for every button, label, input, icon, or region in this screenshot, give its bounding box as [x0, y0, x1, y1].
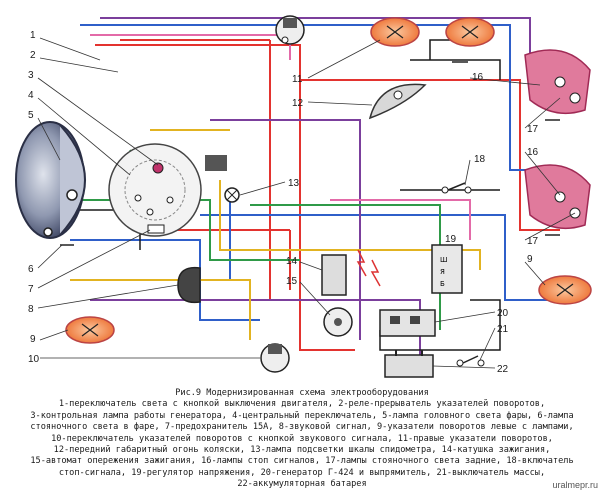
generator-lamp-icon	[152, 162, 164, 174]
callout-number: 1	[30, 30, 36, 41]
callout-numbers-extra: 16 17 9	[527, 147, 539, 265]
left-turn-indicator-front	[65, 316, 115, 344]
caption-line: 10-переключатель указателей поворотов с …	[51, 433, 553, 444]
callout-number: 11	[292, 74, 303, 85]
headlight-lamp-icon	[66, 189, 78, 201]
wire-purple	[90, 299, 421, 360]
figure-caption: Рис.9 Модернизированная схема электрообо…	[4, 388, 600, 491]
wiring-diagram: Ш Я Б	[15, 15, 592, 378]
wire-black	[410, 59, 501, 80]
callout-number: 12	[292, 98, 304, 109]
brake-switch	[441, 182, 472, 194]
callout-number: 6	[28, 264, 34, 275]
turn-relay-icon	[205, 155, 227, 171]
callout-number: 18	[474, 154, 486, 165]
wire-red	[300, 79, 560, 231]
regulator-terminal-label: Ш	[440, 256, 448, 264]
regulator-terminal-label: Б	[440, 280, 445, 288]
leader-lines	[37, 37, 576, 369]
callout-number: 13	[288, 178, 300, 189]
central-switch	[108, 143, 227, 237]
watermark: uralmepr.ru	[552, 480, 598, 490]
turn-switch	[260, 343, 290, 373]
callout-number: 3	[28, 70, 34, 81]
ignition-coil	[321, 249, 381, 296]
wire-black	[379, 299, 501, 351]
callout-number: 9	[30, 334, 36, 345]
caption-title: Рис.9 Модернизированная схема электрообо…	[175, 388, 429, 398]
callout-number: 7	[28, 284, 34, 295]
callout-number: 4	[28, 90, 34, 101]
callout-number: 16	[527, 147, 539, 158]
regulator-terminal-label: Я	[440, 268, 445, 276]
headlight	[15, 121, 86, 239]
callout-number: 2	[30, 50, 36, 61]
parking-lamp-icon	[43, 227, 53, 237]
callout-number: 21	[497, 324, 509, 335]
wire-blue	[200, 214, 560, 301]
callout-number: 20	[497, 308, 509, 319]
horn	[177, 266, 201, 304]
wire-pink	[330, 199, 471, 240]
callout-number: 16	[472, 72, 484, 83]
callout-number: 9	[527, 254, 533, 265]
left-turn-indicator-rear	[538, 275, 592, 305]
callout-number: 19	[445, 234, 457, 245]
light-switch-1	[275, 15, 305, 45]
callout-number: 10	[28, 354, 40, 365]
caption-line: стоп-сигнала, 19-регулятор напряжения, 2…	[58, 467, 546, 478]
callout-number: 17	[527, 236, 539, 247]
wire-yellow	[70, 279, 251, 340]
right-turn-indicators	[370, 17, 495, 47]
callout-number: 14	[286, 256, 298, 267]
ground-marks	[60, 61, 560, 246]
generator	[379, 309, 436, 337]
voltage-regulator: Ш Я Б	[431, 244, 463, 294]
callout-numbers: 1 2 3 4 5 6 7 8 9 10 11 12 13 14 15 16 1…	[28, 30, 539, 375]
callout-number: 15	[286, 276, 298, 287]
wire-red	[95, 44, 355, 351]
callout-number: 5	[28, 110, 34, 121]
wire-yellow	[219, 180, 481, 270]
rear-light-top	[524, 49, 591, 115]
rear-light-bottom	[524, 164, 591, 230]
battery	[384, 350, 434, 378]
speedometer-lamp	[224, 187, 240, 203]
callout-number: 8	[28, 304, 34, 315]
sidecar-front-light	[368, 83, 427, 120]
caption-line: стояночного света в фаре, 7-предохраните…	[30, 422, 574, 433]
ignition-advance	[323, 307, 353, 337]
caption-line: 15-автомат опережения зажигания, 16-ламп…	[30, 456, 574, 467]
fuse-icon	[147, 224, 165, 234]
callout-number: 17	[527, 124, 539, 135]
wire-pink	[90, 34, 291, 60]
caption-line: 22-аккумуляторная батарея	[237, 479, 367, 490]
caption-line: 1-переключатель света с кнопкой выключен…	[58, 399, 546, 410]
caption-line: 12-передний габаритный огонь коляски, 13…	[53, 445, 551, 456]
caption-line: 3-контрольная лампа работы генератора, 4…	[30, 410, 574, 421]
callout-number: 22	[497, 364, 509, 375]
ground-switch	[456, 355, 485, 367]
